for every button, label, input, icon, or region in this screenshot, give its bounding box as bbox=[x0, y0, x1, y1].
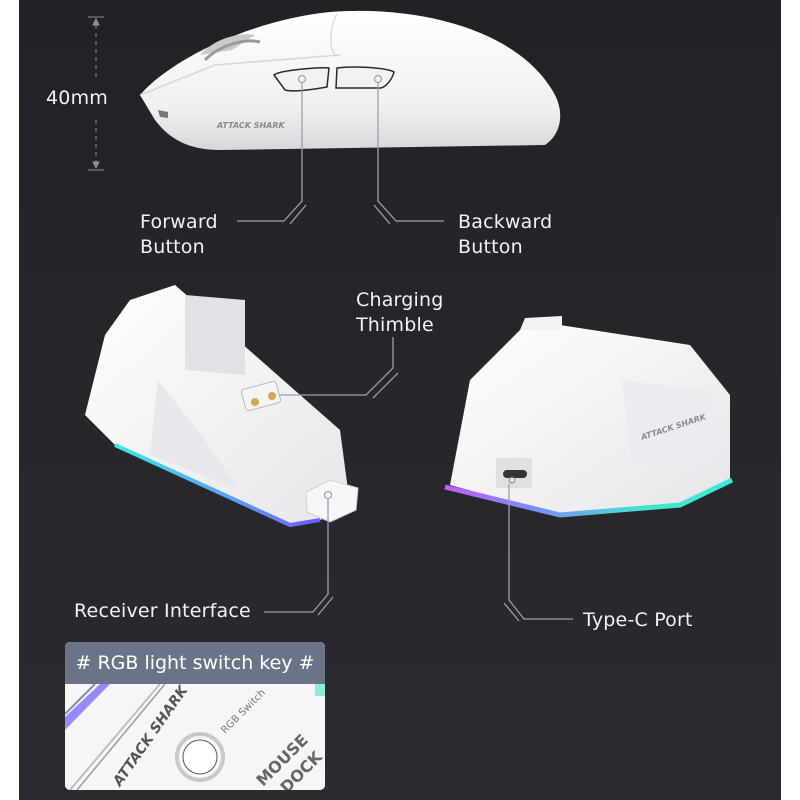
callout-text: Button bbox=[458, 236, 523, 258]
charging-thimble-callout: Charging Thimble bbox=[356, 288, 443, 338]
receiver-interface-callout: Receiver Interface bbox=[74, 600, 251, 622]
backward-button-callout: Backward Button bbox=[458, 210, 552, 260]
callout-text: Thimble bbox=[356, 314, 434, 336]
callout-text: Backward bbox=[458, 211, 553, 233]
forward-button-callout: Forward Button bbox=[140, 210, 218, 260]
callout-text: Forward bbox=[140, 211, 218, 233]
type-c-port-callout: Type-C Port bbox=[583, 609, 693, 631]
inset-title: # RGB light switch key # bbox=[65, 642, 325, 684]
callout-text: Button bbox=[140, 236, 205, 258]
rgb-switch-inset: RGB Switch ATTACK SHARK MOUSE DOCK # RGB… bbox=[65, 642, 325, 790]
mouse-logo: ATTACK SHARK bbox=[216, 121, 286, 130]
callout-lines bbox=[237, 74, 573, 622]
charging-dock-front bbox=[85, 285, 359, 528]
callout-text: Charging bbox=[356, 289, 444, 311]
height-label: 40mm bbox=[46, 87, 108, 109]
charging-dock-back: ATTACK SHARK bbox=[444, 316, 734, 518]
height-dimension bbox=[88, 16, 104, 171]
mouse-image: ATTACK SHARK bbox=[139, 10, 561, 151]
